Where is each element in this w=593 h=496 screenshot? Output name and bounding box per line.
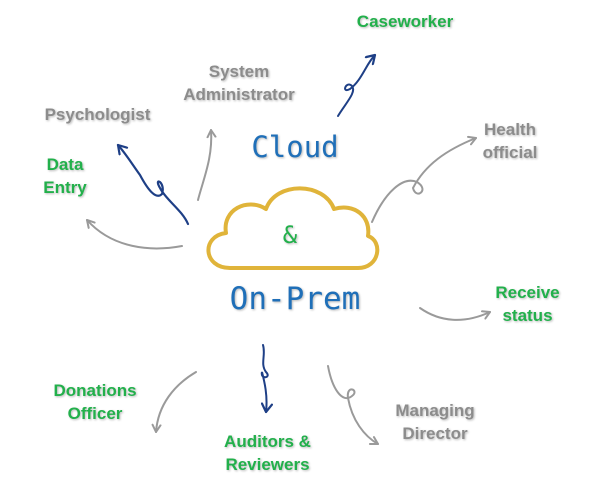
- donations-officer-label: Donations Officer: [53, 381, 137, 423]
- psychologist-arrow: [116, 143, 190, 226]
- auditors-reviewers-arrow: [260, 344, 268, 412]
- caseworker-label: Caseworker: [356, 12, 454, 31]
- health-official-label: Health official: [482, 120, 538, 162]
- managing-director-arrow: [327, 365, 379, 445]
- receive-status-arrow: [419, 307, 491, 321]
- data-entry-arrow: [86, 219, 183, 250]
- donations-officer-arrow: [151, 371, 197, 433]
- health-official-arrow: [371, 135, 477, 223]
- ampersand-label: &: [282, 221, 298, 249]
- managing-director-label: Managing Director: [395, 401, 475, 443]
- receive-status-label: Receive status: [495, 283, 560, 325]
- on-prem-label: On-Prem: [229, 281, 361, 317]
- cloud-label: Cloud: [251, 130, 339, 164]
- data-entry-label: Data Entry: [43, 155, 87, 197]
- cloud-icon: [206, 186, 380, 270]
- caseworker-arrow: [337, 55, 375, 117]
- auditors-reviewers-label: Auditors & Reviewers: [224, 432, 311, 474]
- system-administrator-arrow: [197, 129, 217, 201]
- system-administrator-label: System Administrator: [183, 62, 295, 104]
- psychologist-label: Psychologist: [44, 105, 151, 124]
